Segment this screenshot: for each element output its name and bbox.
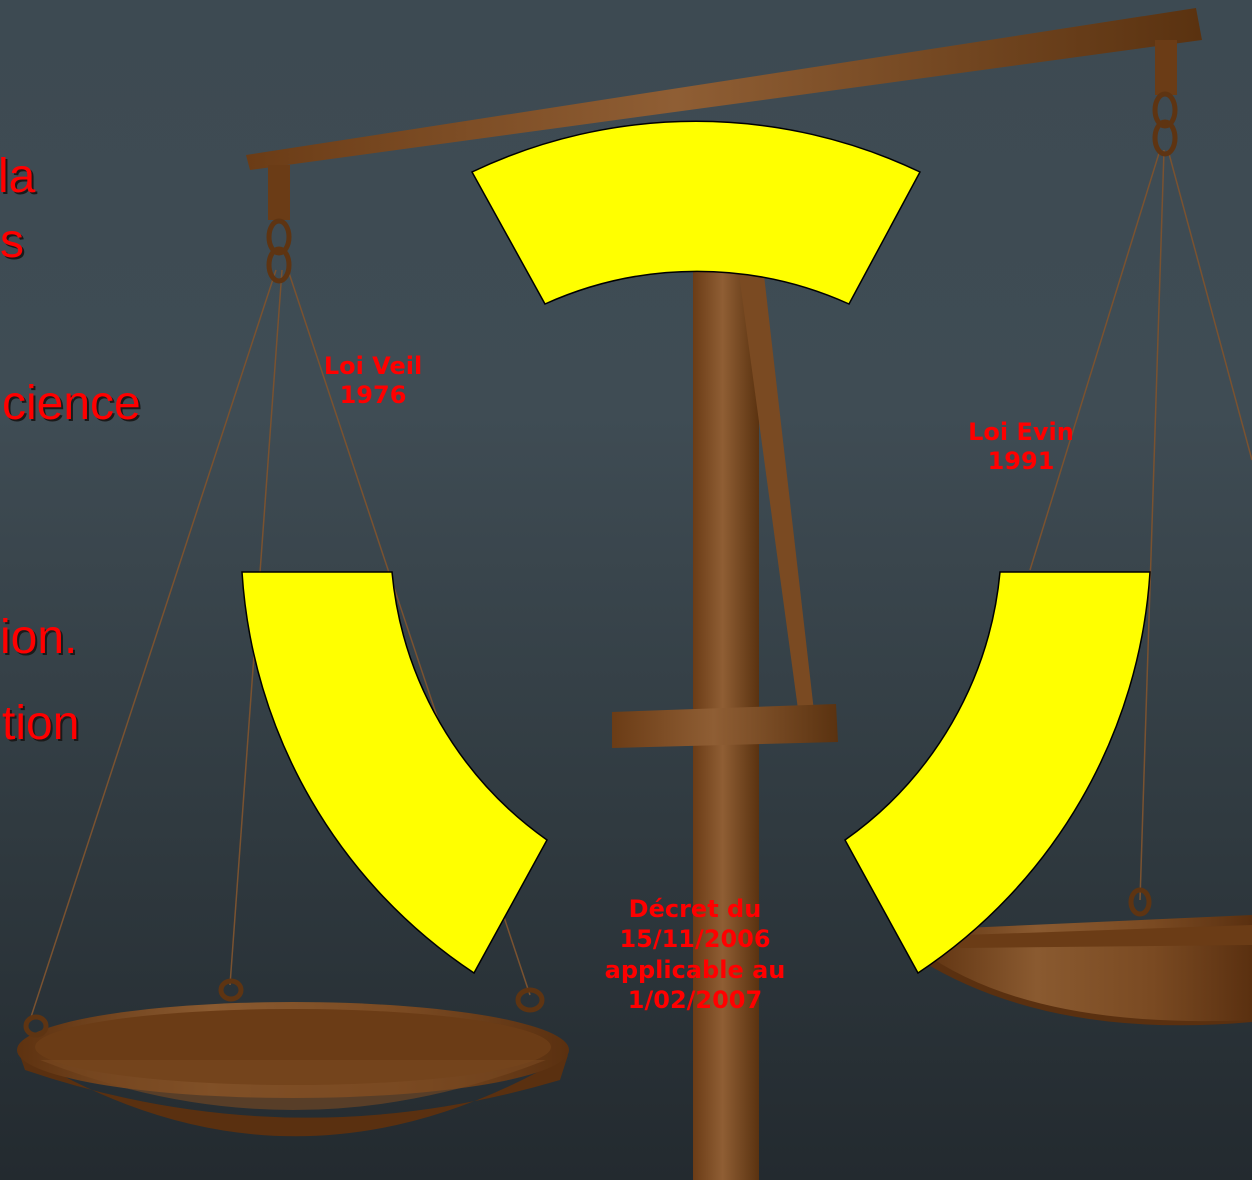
side-text-line-2: s	[0, 218, 24, 266]
cross-piece	[612, 704, 838, 748]
label-loi-evin-year: 1991	[940, 447, 1102, 476]
label-decret-line-4: 1/02/2007	[570, 985, 820, 1015]
segment-right	[845, 572, 1150, 973]
label-loi-veil-year: 1976	[300, 381, 446, 410]
side-text-line-4: ion.	[0, 614, 77, 662]
label-decret-line-2: 15/11/2006	[570, 924, 820, 954]
label-decret: Décret du 15/11/2006 applicable au 1/02/…	[570, 894, 820, 1016]
label-loi-evin-title: Loi Evin	[940, 418, 1102, 447]
label-decret-line-1: Décret du	[570, 894, 820, 924]
side-text-line-5: tion	[2, 700, 79, 748]
segment-left	[242, 572, 547, 973]
label-loi-evin: Loi Evin 1991	[940, 418, 1102, 476]
label-decret-line-3: applicable au	[570, 955, 820, 985]
label-loi-veil-title: Loi Veil	[300, 352, 446, 381]
left-hanger	[268, 165, 290, 220]
right-hanger	[1155, 40, 1177, 95]
left-pan	[17, 981, 569, 1136]
label-loi-veil: Loi Veil 1976	[300, 352, 446, 410]
side-text-line-1: la	[0, 153, 35, 201]
side-text-line-3: cience	[2, 380, 141, 428]
right-chain-icon	[1155, 94, 1175, 154]
left-chain-icon	[269, 221, 289, 281]
